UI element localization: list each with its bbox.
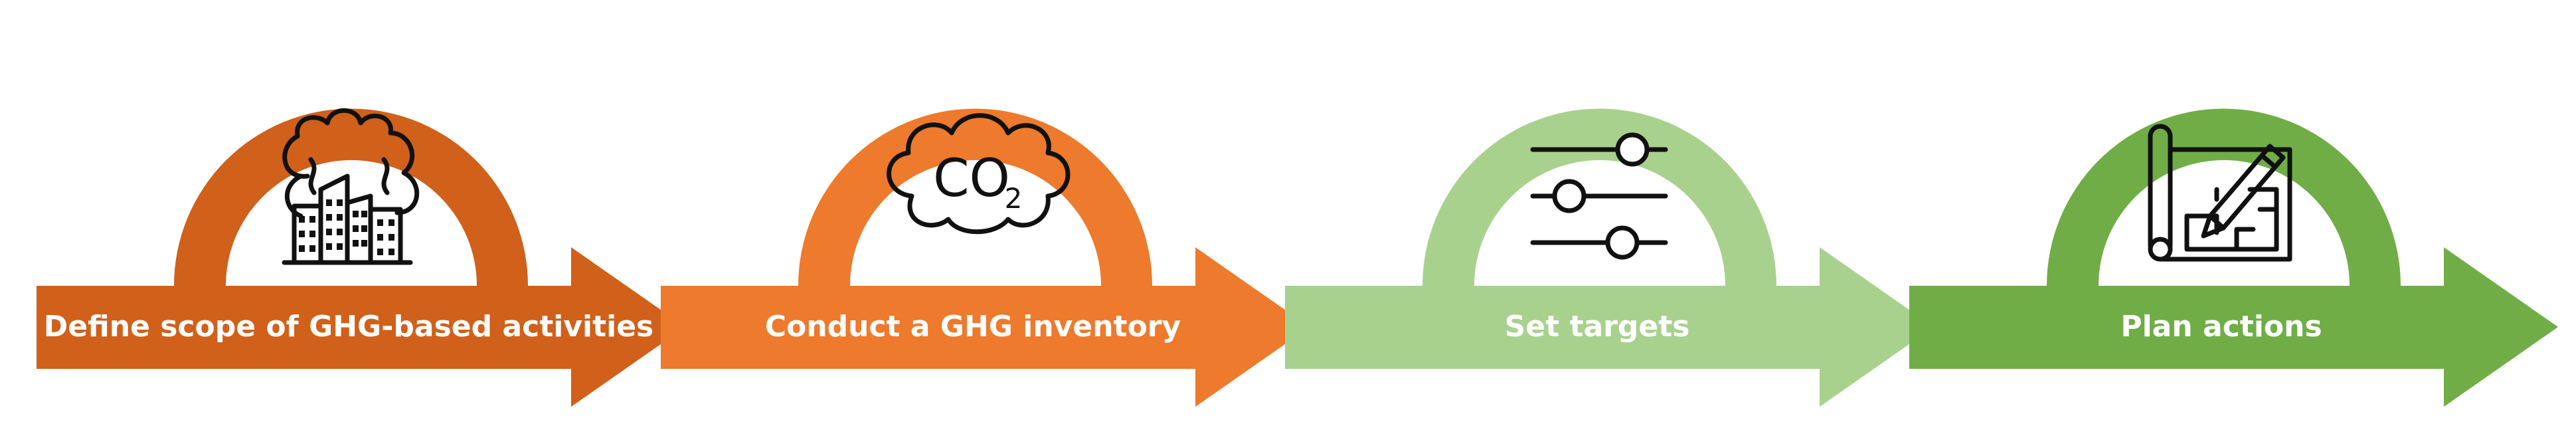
- co2-subscript: 2: [1005, 182, 1023, 215]
- step-4-label: Plan actions: [2120, 310, 2322, 344]
- step-2-label: Conduct a GHG inventory: [765, 310, 1181, 344]
- step-2: Conduct a GHG inventory CO 2: [661, 108, 1310, 407]
- step-2-arrow: [661, 247, 1310, 407]
- step-3-arrow: [1285, 247, 1934, 407]
- city-pollution-icon: [282, 108, 420, 265]
- step-1-label: Define scope of GHG-based activities: [44, 310, 653, 344]
- step-4-arrow: [1909, 247, 2558, 407]
- step-3: Set targets: [1285, 108, 1934, 407]
- co2-text: CO: [933, 149, 1010, 209]
- step-4-ring: [2047, 108, 2401, 286]
- step-3-ring: [1422, 108, 1776, 286]
- co2-cloud-icon: CO 2: [887, 113, 1071, 235]
- step-3-label: Set targets: [1505, 310, 1690, 344]
- step-1-ring: [174, 108, 528, 286]
- step-2-ring: [798, 108, 1152, 286]
- sliders-icon: [1530, 132, 1668, 260]
- blueprint-pencil-icon: [2148, 124, 2292, 262]
- step-4: Plan actions: [1909, 108, 2558, 407]
- step-1-arrow: [37, 247, 685, 407]
- step-1: Define scope of GHG-based activities: [37, 108, 685, 407]
